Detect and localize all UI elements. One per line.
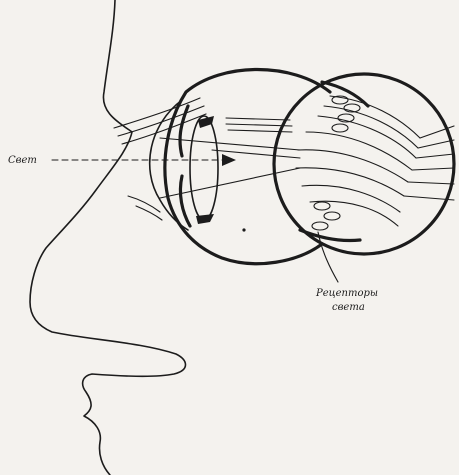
- receptors-label-line1: Рецепторы: [315, 288, 378, 299]
- dot-mark: [242, 228, 245, 231]
- receptors-label-line2: света: [332, 302, 365, 313]
- light-label: Свет: [8, 155, 37, 166]
